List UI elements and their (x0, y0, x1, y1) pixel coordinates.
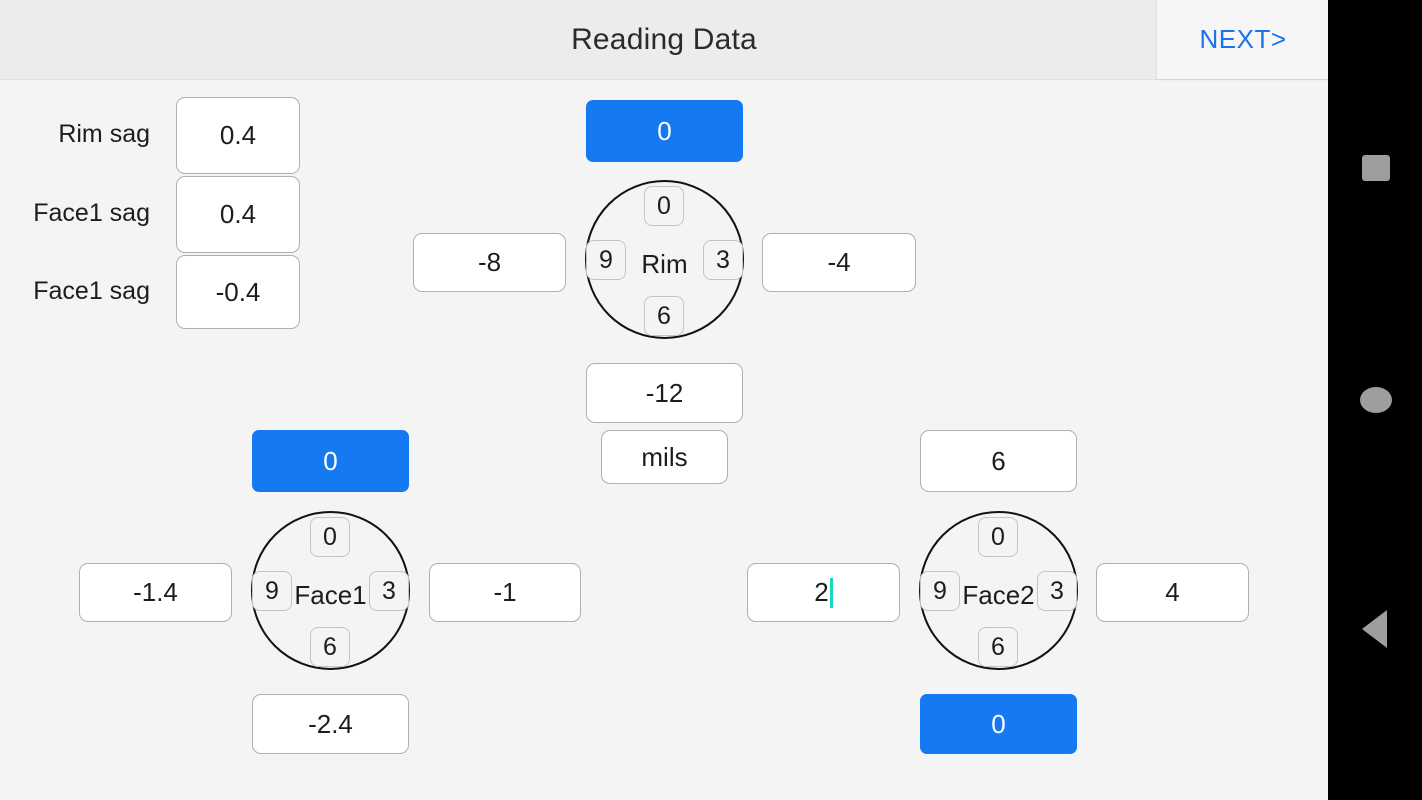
next-button-label: NEXT> (1199, 24, 1287, 54)
next-button[interactable]: NEXT> (1156, 0, 1328, 79)
triangle-back-icon[interactable] (1362, 610, 1387, 648)
face1-top-input[interactable]: 0 (252, 430, 409, 492)
face2-tick-3: 3 (1037, 571, 1077, 611)
app-screen: Reading Data NEXT> Rim sag 0.4 Face1 sag… (0, 0, 1328, 800)
face1-right-input[interactable]: -1 (429, 563, 581, 622)
face2-left-input[interactable]: 2 (747, 563, 900, 622)
face1-left-input[interactable]: -1.4 (79, 563, 232, 622)
rim-dial-label: Rim (641, 249, 688, 279)
rim-right-input[interactable]: -4 (762, 233, 916, 292)
face1-tick-0: 0 (310, 517, 350, 557)
units-input[interactable]: mils (601, 430, 728, 484)
sag-input-face1-b[interactable]: -0.4 (176, 255, 300, 329)
android-navigation-bar (1328, 0, 1422, 800)
rim-tick-9: 9 (586, 240, 626, 280)
sag-label-rim: Rim sag (58, 120, 150, 148)
face1-tick-6: 6 (310, 627, 350, 667)
face2-tick-9: 9 (920, 571, 960, 611)
rim-top-input[interactable]: 0 (586, 100, 743, 162)
text-caret (829, 577, 833, 608)
page-title: Reading Data (571, 23, 757, 56)
face1-bottom-input[interactable]: -2.4 (252, 694, 409, 754)
face1-tick-9: 9 (252, 571, 292, 611)
face1-tick-3: 3 (369, 571, 409, 611)
sag-label-face1-b: Face1 sag (33, 277, 150, 305)
rim-left-input[interactable]: -8 (413, 233, 566, 292)
square-recents-icon[interactable] (1362, 155, 1390, 181)
sag-input-rim[interactable]: 0.4 (176, 97, 300, 174)
face2-left-input-value: 2 (814, 577, 829, 607)
circle-home-icon[interactable] (1360, 387, 1392, 413)
face2-right-input[interactable]: 4 (1096, 563, 1249, 622)
face2-tick-6: 6 (978, 627, 1018, 667)
rim-tick-6: 6 (644, 296, 684, 336)
sag-input-face1-a[interactable]: 0.4 (176, 176, 300, 253)
face2-dial-label: Face2 (962, 580, 1035, 610)
face2-tick-0: 0 (978, 517, 1018, 557)
face2-bottom-input[interactable]: 0 (920, 694, 1077, 754)
rim-bottom-input[interactable]: -12 (586, 363, 743, 423)
face2-top-input[interactable]: 6 (920, 430, 1077, 492)
sag-label-face1-a: Face1 sag (33, 199, 150, 227)
rim-tick-3: 3 (703, 240, 743, 280)
face1-dial-label: Face1 (294, 580, 367, 610)
app-header: Reading Data NEXT> (0, 0, 1328, 80)
rim-tick-0: 0 (644, 186, 684, 226)
